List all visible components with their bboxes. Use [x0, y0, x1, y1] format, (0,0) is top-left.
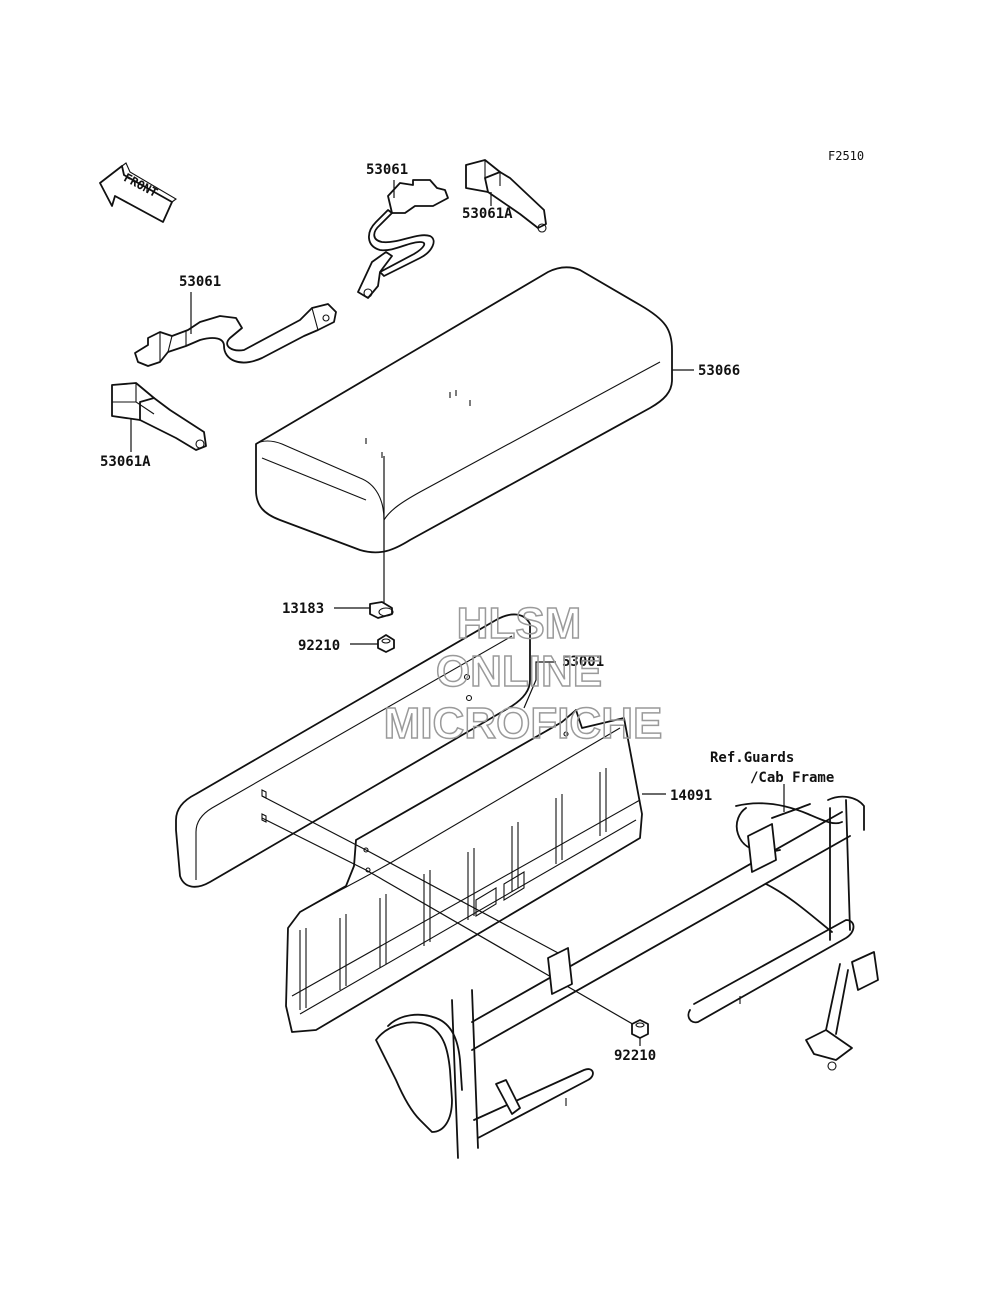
collar-13183 — [369, 456, 394, 619]
front-arrow-icon: FRONT — [99, 162, 177, 223]
part-number: 13183 — [282, 601, 324, 617]
watermark: HLSM ONLINE MICROFICHE — [383, 598, 663, 749]
backrest-ribs — [299, 768, 607, 1010]
cab-frame — [375, 795, 879, 1159]
label-53061A-left: 53061A — [100, 418, 151, 470]
nut-92210-upper — [377, 634, 395, 653]
label-53061-left: 53061 — [179, 274, 221, 334]
label-53001: 53001 — [523, 654, 604, 709]
label-13183: 13183 — [282, 601, 370, 617]
reference-note-line2: /Cab Frame — [750, 770, 834, 786]
watermark-line1: HLSM — [457, 599, 582, 648]
watermark-line2: ONLINE — [436, 647, 602, 696]
seat-strap-left — [134, 303, 337, 367]
part-number: 53061 — [179, 274, 221, 290]
part-number: 14091 — [670, 788, 712, 804]
part-number: 53066 — [698, 363, 740, 379]
part-number: 92210 — [298, 638, 340, 654]
seat-strap-upper — [357, 179, 449, 299]
label-14091: 14091 — [642, 788, 712, 804]
part-number: 53061 — [366, 162, 408, 178]
seat-strap-bracket-left — [111, 382, 207, 451]
part-number: 53061A — [462, 206, 513, 222]
label-92210-lower: 92210 — [614, 1038, 656, 1064]
reference-note-line1: Ref.Guards — [710, 750, 794, 766]
watermark-line3: MICROFICHE — [384, 699, 663, 748]
label-53061-upper: 53061 — [366, 162, 408, 198]
seat-cushion — [255, 266, 673, 554]
nut-92210-lower — [631, 1019, 649, 1039]
backrest-plate — [285, 709, 643, 1033]
bolt-leaders — [261, 789, 637, 1027]
label-92210-upper: 92210 — [298, 638, 378, 654]
figure-code: F2510 — [828, 149, 864, 163]
part-number: 53001 — [562, 654, 604, 670]
part-number: 53061A — [100, 454, 151, 470]
label-53061A-upper: 53061A — [462, 192, 513, 222]
part-number: 92210 — [614, 1048, 656, 1064]
label-53066: 53066 — [672, 363, 740, 379]
seat-strap-bracket-upper — [465, 159, 547, 233]
